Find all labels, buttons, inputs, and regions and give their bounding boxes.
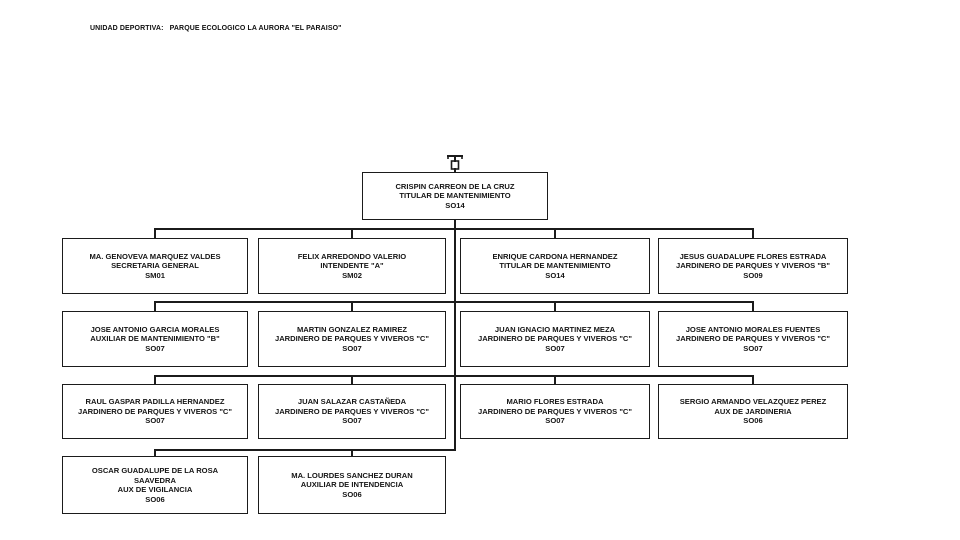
person-code: SM01 <box>145 270 165 280</box>
connector-tick <box>351 375 353 384</box>
connector-tick <box>752 375 754 384</box>
org-box: JUAN SALAZAR CASTAÑEDA JARDINERO DE PARQ… <box>258 384 446 439</box>
person-code: SO07 <box>545 343 565 353</box>
person-title: JARDINERO DE PARQUES Y VIVEROS "C" <box>274 334 430 344</box>
person-name: MA. GENOVEVA MARQUEZ VALDES <box>89 251 221 261</box>
person-name: MARIO FLORES ESTRADA <box>506 397 604 407</box>
org-box: FELIX ARREDONDO VALERIO INTENDENTE "A" S… <box>258 238 446 294</box>
org-box-root: CRISPIN CARREON DE LA CRUZ TITULAR DE MA… <box>362 172 548 220</box>
connector-tick <box>554 375 556 384</box>
person-code: SO14 <box>545 270 565 280</box>
org-box: JOSE ANTONIO MORALES FUENTES JARDINERO D… <box>658 311 848 367</box>
connector-tick <box>154 449 156 456</box>
org-box: SERGIO ARMANDO VELAZQUEZ PEREZ AUX DE JA… <box>658 384 848 439</box>
person-title: JARDINERO DE PARQUES Y VIVEROS "B" <box>675 261 831 271</box>
person-name: JOSE ANTONIO GARCIA MORALES <box>90 324 220 334</box>
connector-tick <box>154 375 156 384</box>
person-title: INTENDENTE "A" <box>320 261 384 271</box>
connector-tick <box>554 228 556 238</box>
org-box: MARIO FLORES ESTRADA JARDINERO DE PARQUE… <box>460 384 650 439</box>
org-box: JOSE ANTONIO GARCIA MORALES AUXILIAR DE … <box>62 311 248 367</box>
person-code: SO07 <box>145 416 165 426</box>
connector-trunk <box>454 220 456 451</box>
person-title: AUX DE JARDINERIA <box>714 406 792 416</box>
connector-pin-stem <box>454 168 456 173</box>
connector-tick <box>554 301 556 311</box>
person-code: SO06 <box>743 416 763 426</box>
person-code: SO07 <box>743 343 763 353</box>
person-name: JUAN IGNACIO MARTINEZ MEZA <box>494 324 616 334</box>
person-code: SO06 <box>145 494 165 504</box>
person-code: SO07 <box>342 416 362 426</box>
person-title: TITULAR DE MANTENIMIENTO <box>399 191 511 201</box>
person-name: JUAN SALAZAR CASTAÑEDA <box>297 397 407 407</box>
person-title: AUXILIAR DE INTENDENCIA <box>300 480 404 490</box>
person-name: MARTIN GONZALEZ RAMIREZ <box>296 324 408 334</box>
person-code: SO07 <box>342 343 362 353</box>
person-title: JARDINERO DE PARQUES Y VIVEROS "C" <box>477 334 633 344</box>
person-title: JARDINERO DE PARQUES Y VIVEROS "C" <box>77 406 233 416</box>
person-title: TITULAR DE MANTENIMIENTO <box>499 261 611 271</box>
person-title: JARDINERO DE PARQUES Y VIVEROS "C" <box>274 406 430 416</box>
connector-row3-rail <box>154 375 754 377</box>
person-code: SO07 <box>145 343 165 353</box>
person-code: SO14 <box>445 200 465 210</box>
page-title: UNIDAD DEPORTIVA: PARQUE ECOLOGICO LA AU… <box>90 25 342 32</box>
person-code: SO07 <box>545 416 565 426</box>
org-box: OSCAR GUADALUPE DE LA ROSA SAAVEDRA AUX … <box>62 456 248 514</box>
person-name: FELIX ARREDONDO VALERIO <box>297 251 407 261</box>
connector-row4-rail <box>154 449 456 451</box>
connector-tick <box>351 301 353 311</box>
person-name: JESUS GUADALUPE FLORES ESTRADA <box>679 251 827 261</box>
org-box: JESUS GUADALUPE FLORES ESTRADA JARDINERO… <box>658 238 848 294</box>
connector-tick <box>752 301 754 311</box>
org-box: JUAN IGNACIO MARTINEZ MEZA JARDINERO DE … <box>460 311 650 367</box>
person-name: CRISPIN CARREON DE LA CRUZ <box>395 181 515 191</box>
connector-row2-rail <box>154 301 754 303</box>
person-name: RAUL GASPAR PADILLA HERNANDEZ <box>85 397 225 407</box>
person-title: AUX DE VIGILANCIA <box>117 485 193 494</box>
connector-row1-rail <box>154 228 754 230</box>
connector-tick <box>351 449 353 456</box>
person-name: SERGIO ARMANDO VELAZQUEZ PEREZ <box>679 397 827 407</box>
person-name: MA. LOURDES SANCHEZ DURAN <box>291 470 413 480</box>
person-code: SO06 <box>342 489 362 499</box>
person-title: SECRETARIA GENERAL <box>111 261 199 271</box>
person-title: JARDINERO DE PARQUES Y VIVEROS "C" <box>477 406 633 416</box>
person-name: JOSE ANTONIO MORALES FUENTES <box>685 324 821 334</box>
connector-tick <box>154 228 156 238</box>
person-name: OSCAR GUADALUPE DE LA ROSA SAAVEDRA <box>91 466 219 485</box>
person-name: ENRIQUE CARDONA HERNANDEZ <box>492 251 618 261</box>
org-box: ENRIQUE CARDONA HERNANDEZ TITULAR DE MAN… <box>460 238 650 294</box>
connector-tick <box>154 301 156 311</box>
connector-tick <box>752 228 754 238</box>
org-box: MA. GENOVEVA MARQUEZ VALDES SECRETARIA G… <box>62 238 248 294</box>
person-code: SM02 <box>342 270 362 280</box>
person-title: JARDINERO DE PARQUES Y VIVEROS "C" <box>675 334 831 344</box>
person-code: SO09 <box>743 270 763 280</box>
org-box: MA. LOURDES SANCHEZ DURAN AUXILIAR DE IN… <box>258 456 446 514</box>
connector-tick <box>351 228 353 238</box>
person-title: AUXILIAR DE MANTENIMIENTO "B" <box>90 334 220 344</box>
org-box: RAUL GASPAR PADILLA HERNANDEZ JARDINERO … <box>62 384 248 439</box>
org-box: MARTIN GONZALEZ RAMIREZ JARDINERO DE PAR… <box>258 311 446 367</box>
